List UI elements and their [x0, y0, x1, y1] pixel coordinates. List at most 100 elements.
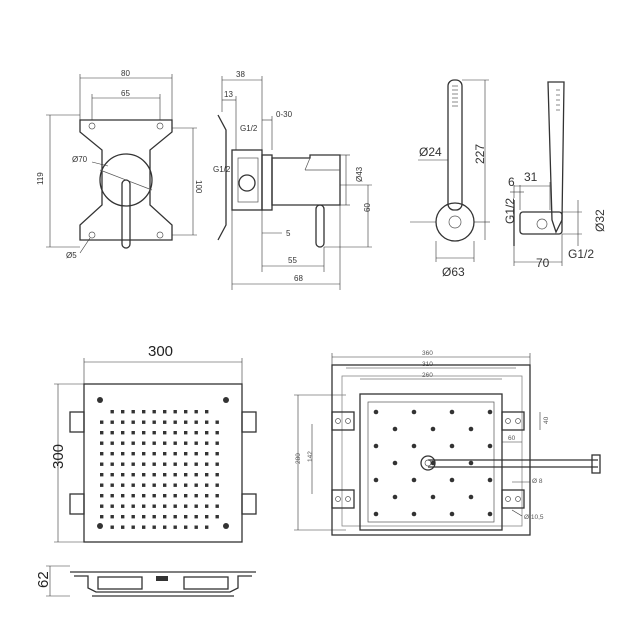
- dim-40: 40: [543, 416, 550, 424]
- dim-55: 55: [288, 256, 297, 265]
- box-nozzle: [468, 460, 474, 466]
- dim-60: 60: [363, 203, 372, 212]
- nozzle: [205, 462, 209, 466]
- nozzle: [100, 504, 104, 508]
- nozzle: [152, 525, 156, 529]
- nozzle: [131, 494, 135, 498]
- dim-100: 100: [194, 180, 203, 194]
- nozzle: [205, 410, 209, 414]
- nozzle: [100, 420, 104, 424]
- dim-60: 60: [508, 435, 516, 442]
- box-nozzle: [392, 460, 398, 466]
- box-nozzle: [392, 494, 398, 500]
- nozzle: [205, 504, 209, 508]
- installation-box-view: 360 310 260 280 142: [294, 350, 601, 536]
- box-nozzle: [430, 426, 436, 432]
- box-nozzle: [487, 477, 493, 483]
- shower-head-front-view: 300 300: [50, 343, 257, 543]
- nozzle: [215, 431, 219, 435]
- nozzle: [205, 515, 209, 519]
- nozzle: [184, 462, 188, 466]
- nozzle: [142, 441, 146, 445]
- nozzle: [131, 483, 135, 487]
- nozzle: [194, 462, 198, 466]
- nozzle: [194, 420, 198, 424]
- dim-62: 62: [35, 571, 52, 588]
- nozzle: [194, 441, 198, 445]
- box-nozzle: [449, 409, 455, 415]
- nozzle: [142, 483, 146, 487]
- label-dia70: Ø70: [72, 155, 88, 164]
- box-nozzle: [449, 443, 455, 449]
- label-dia24: Ø24: [419, 145, 442, 159]
- box-nozzle: [468, 426, 474, 432]
- nozzle: [131, 525, 135, 529]
- nozzle: [163, 483, 167, 487]
- nozzle: [194, 504, 198, 508]
- nozzle: [142, 410, 146, 414]
- nozzle: [163, 473, 167, 477]
- nozzle: [163, 462, 167, 466]
- dim-13: 13: [224, 90, 233, 99]
- nozzle: [152, 515, 156, 519]
- nozzle: [131, 515, 135, 519]
- nozzle: [131, 431, 135, 435]
- nozzle: [163, 494, 167, 498]
- nozzle: [152, 494, 156, 498]
- dim-80: 80: [121, 69, 130, 78]
- box-nozzle: [449, 511, 455, 517]
- dim-300-w: 300: [148, 343, 173, 360]
- nozzle: [163, 410, 167, 414]
- nozzle: [194, 515, 198, 519]
- nozzle: [173, 504, 177, 508]
- nozzle: [194, 494, 198, 498]
- box-nozzle: [487, 443, 493, 449]
- nozzle: [163, 515, 167, 519]
- nozzle: [215, 515, 219, 519]
- nozzle: [184, 410, 188, 414]
- nozzle: [163, 431, 167, 435]
- nozzle: [173, 410, 177, 414]
- dim-227: 227: [473, 144, 487, 164]
- label-g12-a: G1/2: [240, 124, 258, 133]
- box-nozzle: [468, 494, 474, 500]
- box-nozzle: [373, 409, 379, 415]
- nozzle: [121, 483, 125, 487]
- nozzle: [152, 452, 156, 456]
- nozzle: [110, 410, 114, 414]
- dim-360: 360: [422, 350, 433, 357]
- nozzle: [142, 504, 146, 508]
- nozzle: [215, 452, 219, 456]
- mixer-front-view: 80 65 119 100 Ø70 Ø5: [36, 69, 203, 260]
- nozzle: [194, 483, 198, 487]
- label-g12-c: G1/2: [503, 198, 517, 224]
- box-nozzle: [411, 443, 417, 449]
- nozzle: [131, 441, 135, 445]
- nozzle: [121, 420, 125, 424]
- nozzle: [110, 473, 114, 477]
- nozzle: [194, 525, 198, 529]
- nozzle: [131, 462, 135, 466]
- nozzle: [110, 441, 114, 445]
- label-dia8: Ø 8: [532, 478, 543, 485]
- nozzle: [100, 462, 104, 466]
- nozzle: [121, 462, 125, 466]
- nozzle: [110, 515, 114, 519]
- nozzle: [173, 494, 177, 498]
- box-nozzle: [487, 409, 493, 415]
- nozzle: [163, 525, 167, 529]
- nozzle: [184, 431, 188, 435]
- box-nozzle: [411, 409, 417, 415]
- dim-119: 119: [36, 172, 45, 185]
- nozzle: [100, 473, 104, 477]
- nozzle: [110, 525, 114, 529]
- nozzle: [163, 441, 167, 445]
- nozzle: [100, 515, 104, 519]
- nozzle: [163, 452, 167, 456]
- nozzle: [194, 452, 198, 456]
- nozzle: [142, 452, 146, 456]
- nozzle: [121, 525, 125, 529]
- box-nozzle: [392, 426, 398, 432]
- box-nozzle: [373, 443, 379, 449]
